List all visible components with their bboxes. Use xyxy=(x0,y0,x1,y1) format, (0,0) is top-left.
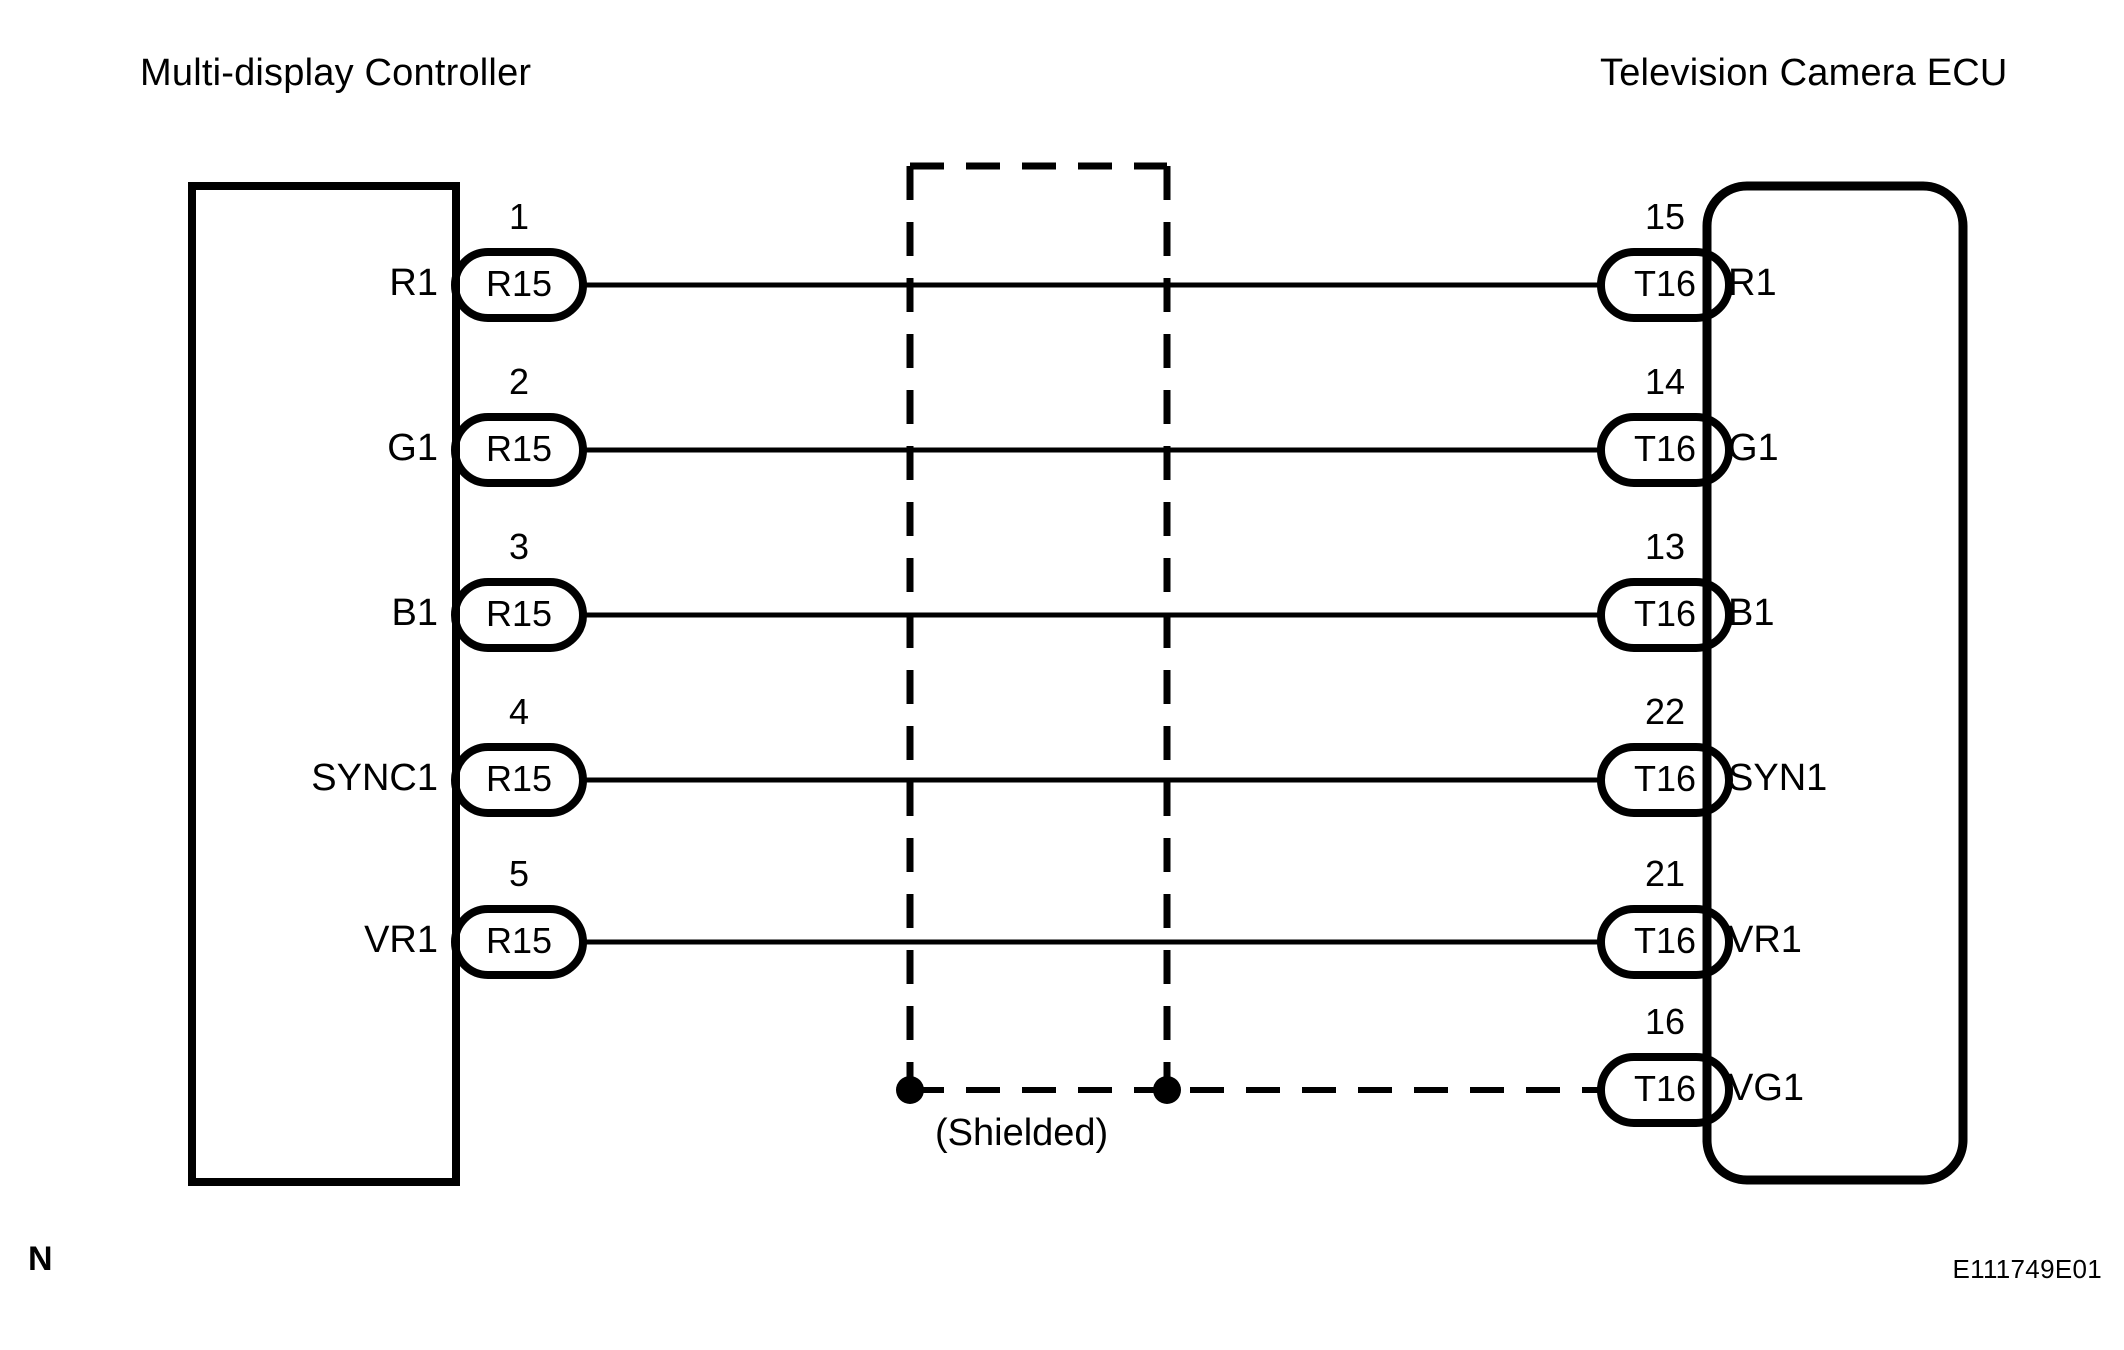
left-pin-number-1: 1 xyxy=(508,196,530,237)
left-connector-capsules xyxy=(451,248,587,979)
left-connector-code-3: R15 xyxy=(485,593,553,634)
right-connector-code-15: T16 xyxy=(1633,263,1697,304)
corner-mark-n: N xyxy=(28,1240,53,1278)
figure-code: E111749E01 xyxy=(1952,1254,2102,1284)
left-connector-code-2: R15 xyxy=(485,428,553,469)
right-unit-title: Television Camera ECU xyxy=(1600,52,2008,94)
right-connector-code-21: T16 xyxy=(1633,920,1697,961)
shielded-label: (Shielded) xyxy=(935,1112,1109,1154)
left-connector-code-4: R15 xyxy=(485,758,553,799)
right-connector-code-13: T16 xyxy=(1633,593,1697,634)
shield-junction-dot-right xyxy=(1153,1076,1181,1104)
shield-junction-dot-left xyxy=(896,1076,924,1104)
right-signal-vr1: VR1 xyxy=(1728,919,1802,961)
right-signal-g1: G1 xyxy=(1728,427,1779,469)
shield-outline xyxy=(906,162,1171,1090)
right-connector-capsules xyxy=(1597,248,1733,1127)
right-signal-vg1: VG1 xyxy=(1728,1067,1805,1109)
right-pin-number-13: 13 xyxy=(1644,526,1686,567)
right-pin-number-21: 21 xyxy=(1644,853,1686,894)
right-signal-syn1: SYN1 xyxy=(1728,757,1828,799)
left-connector-code-1: R15 xyxy=(485,263,553,304)
right-signal-r1: R1 xyxy=(1728,262,1777,304)
right-pin-number-22: 22 xyxy=(1644,691,1686,732)
left-connector-code-5: R15 xyxy=(485,920,553,961)
right-connector-code-16: T16 xyxy=(1633,1068,1697,1109)
right-signal-b1: B1 xyxy=(1728,592,1775,634)
right-pin-number-15: 15 xyxy=(1644,196,1686,237)
left-signal-b1: B1 xyxy=(391,592,438,634)
right-connector-code-22: T16 xyxy=(1633,758,1697,799)
left-signal-sync1: SYNC1 xyxy=(311,757,438,799)
left-pin-number-4: 4 xyxy=(508,691,530,732)
left-pin-number-5: 5 xyxy=(508,853,530,894)
left-pin-number-3: 3 xyxy=(508,526,530,567)
wire-shield-drain xyxy=(896,1076,1605,1104)
right-connector-code-14: T16 xyxy=(1633,428,1697,469)
left-unit-box xyxy=(188,182,460,1186)
left-unit-title: Multi-display Controller xyxy=(140,52,532,94)
left-signal-vr1: VR1 xyxy=(364,919,438,961)
left-pin-number-2: 2 xyxy=(508,361,530,402)
right-pin-number-14: 14 xyxy=(1644,361,1686,402)
right-pin-number-16: 16 xyxy=(1644,1001,1686,1042)
left-signal-g1: G1 xyxy=(387,427,438,469)
right-unit-box xyxy=(1702,181,1968,1185)
left-signal-r1: R1 xyxy=(389,262,438,304)
